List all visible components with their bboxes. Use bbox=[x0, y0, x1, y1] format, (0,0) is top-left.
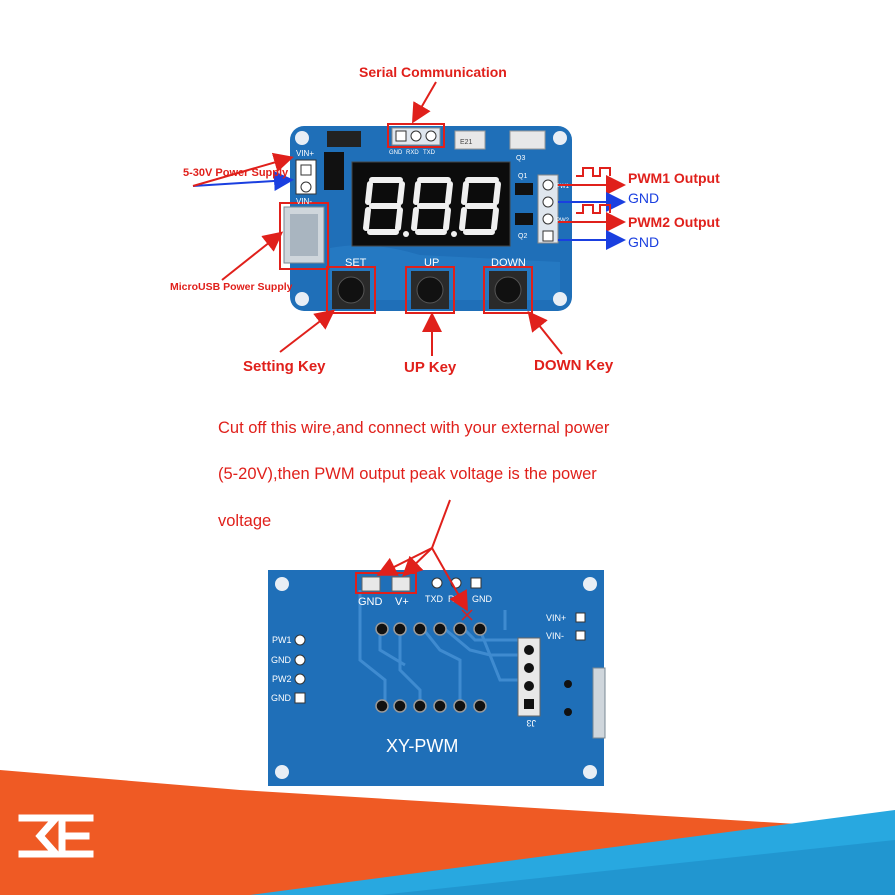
bottom-board-illustration: GND V+ TXD RXD GND VIN+ VIN- PW1 GND PW2… bbox=[268, 499, 606, 786]
silk-vin-minus: VIN- bbox=[296, 197, 312, 206]
up-button-illustration bbox=[405, 266, 455, 314]
instruction-line-3: voltage bbox=[218, 512, 272, 530]
silk-q2: Q2 bbox=[518, 233, 527, 240]
bottom-pcb bbox=[268, 570, 604, 786]
silk-j3: J3 bbox=[526, 718, 536, 728]
microusb-arrow bbox=[221, 231, 284, 281]
gnd2-label: GND bbox=[628, 234, 660, 250]
pwm2-waveform-icon bbox=[576, 204, 611, 214]
board-title-xy-pwm: XY-PWM bbox=[386, 736, 458, 756]
serial-header bbox=[387, 123, 445, 148]
silk-txd-bottom: TXD bbox=[425, 594, 444, 604]
silk-txd: TXD bbox=[423, 150, 436, 156]
silk-gnd-top-bottom: GND bbox=[472, 594, 493, 604]
bottom-board-figure: GND V+ TXD RXD GND VIN+ VIN- PW1 GND PW2… bbox=[0, 490, 895, 800]
set-button-illustration bbox=[326, 266, 376, 314]
instruction-line-1: Cut off this wire,and connect with your … bbox=[218, 419, 610, 437]
brand-banner bbox=[0, 770, 895, 895]
silk-rxd-bottom: RXD bbox=[448, 594, 468, 604]
microusb-power-label: MicroUSB Power Supply bbox=[170, 281, 293, 293]
silk-up: UP bbox=[424, 257, 439, 269]
j3-header bbox=[517, 637, 541, 717]
seven-segment-display bbox=[351, 161, 511, 247]
silk-pw2-bottom: PW2 bbox=[272, 674, 292, 684]
vin-header bbox=[295, 159, 317, 195]
silk-e21: E21 bbox=[460, 139, 473, 146]
3e-logo-icon bbox=[18, 814, 94, 858]
down-button-illustration bbox=[483, 266, 533, 314]
pwm1-output-label: PWM1 Output bbox=[628, 170, 720, 186]
silk-down: DOWN bbox=[491, 257, 526, 269]
silk-vin-minus-bottom: VIN- bbox=[546, 631, 564, 641]
serial-arrow bbox=[411, 81, 437, 124]
vin-minus-arrow bbox=[192, 152, 294, 187]
pad-gnd-silk: GND bbox=[358, 596, 383, 608]
silk-set: SET bbox=[345, 257, 367, 269]
silk-rxd: RXD bbox=[406, 150, 419, 156]
set-key-arrow bbox=[279, 309, 336, 353]
silk-pw1-bottom: PW1 bbox=[272, 635, 292, 645]
silk-gnd-a-bottom: GND bbox=[271, 655, 292, 665]
pad-vplus-silk: V+ bbox=[395, 596, 409, 608]
up-key-label: UP Key bbox=[404, 359, 457, 376]
silk-pw1: PW1 bbox=[556, 184, 570, 190]
silk-q3: Q3 bbox=[516, 155, 525, 162]
vin-plus-arrow bbox=[192, 171, 294, 191]
diode-component bbox=[327, 131, 361, 147]
silk-gnd: GND bbox=[389, 150, 403, 156]
top-board-illustration: SET UP DOWN VIN+ VIN- GND RXD TXD PW1 PW… bbox=[192, 81, 626, 356]
top-board-figure: SET UP DOWN VIN+ VIN- GND RXD TXD PW1 PW… bbox=[0, 0, 895, 400]
regulator-chip bbox=[324, 152, 344, 190]
silk-vin-plus: VIN+ bbox=[296, 149, 314, 158]
down-key-arrow bbox=[527, 310, 563, 355]
pwm2-output-label: PWM2 Output bbox=[628, 214, 720, 230]
pwm-output-header bbox=[537, 174, 559, 244]
setting-key-label: Setting Key bbox=[243, 358, 326, 375]
silk-q1: Q1 bbox=[518, 173, 527, 180]
instruction-line-2: (5-20V),then PWM output peak voltage is … bbox=[218, 465, 597, 483]
silk-gnd-b-bottom: GND bbox=[271, 693, 292, 703]
power-pads bbox=[355, 572, 417, 594]
gnd1-label: GND bbox=[628, 190, 660, 206]
power-supply-label: 5-30V Power Supply bbox=[183, 167, 289, 179]
serial-communication-label: Serial Communication bbox=[359, 64, 507, 80]
down-key-label: DOWN Key bbox=[534, 357, 614, 374]
silk-vin-plus-bottom: VIN+ bbox=[546, 613, 566, 623]
microusb-port bbox=[279, 202, 329, 270]
pwm1-waveform-icon bbox=[576, 167, 611, 177]
